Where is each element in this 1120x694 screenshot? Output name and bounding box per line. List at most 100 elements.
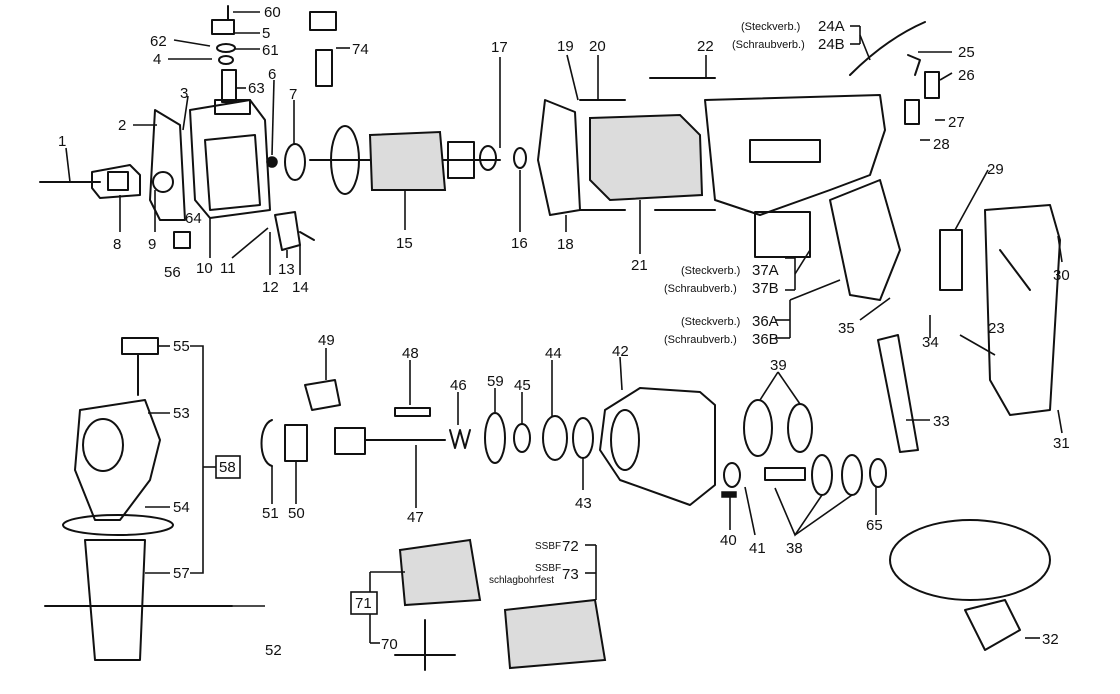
label-38: 38 xyxy=(786,540,803,557)
label-40: 40 xyxy=(720,532,737,549)
label-36a: 36A xyxy=(752,313,779,330)
part-9-knob xyxy=(152,171,174,193)
part-10-top xyxy=(214,99,251,115)
part-71-chuck xyxy=(398,538,482,607)
part-15-core xyxy=(368,130,447,191)
part-59-bearing xyxy=(484,412,506,464)
label-60: 60 xyxy=(264,4,281,21)
part-23-grip-lines xyxy=(999,249,1031,291)
label-25: 25 xyxy=(958,44,975,61)
part-74-knob xyxy=(309,11,337,31)
label-47: 47 xyxy=(407,509,424,526)
part-72-keyless-chuck xyxy=(503,598,607,670)
label-37a: 37A xyxy=(752,262,779,279)
part-48-key xyxy=(394,407,431,417)
label-64: 64 xyxy=(185,210,202,227)
part-63-shaft xyxy=(221,69,237,103)
part-8-window xyxy=(107,171,129,191)
label-4: 4 xyxy=(153,51,161,68)
part-56 xyxy=(173,231,191,249)
note-24a: (Steckverb.) xyxy=(741,21,800,33)
part-43-ring xyxy=(572,417,594,459)
label-24b: 24B xyxy=(818,36,845,53)
part-55-bolt-head xyxy=(121,337,159,355)
part-6-pin xyxy=(266,156,278,168)
label-18: 18 xyxy=(557,236,574,253)
label-49: 49 xyxy=(318,332,335,349)
label-57: 57 xyxy=(173,565,190,582)
part-16-ring xyxy=(513,147,527,169)
label-13: 13 xyxy=(278,261,295,278)
label-22: 22 xyxy=(697,38,714,55)
part-70-chuck-key xyxy=(394,619,456,671)
label-14: 14 xyxy=(292,279,309,296)
label-62: 62 xyxy=(150,33,167,50)
label-5: 5 xyxy=(262,25,270,42)
label-43: 43 xyxy=(575,495,592,512)
label-59: 59 xyxy=(487,373,504,390)
note-36b: (Schraubverb.) xyxy=(664,334,737,346)
label-12: 12 xyxy=(262,279,279,296)
label-36b: 36B xyxy=(752,331,779,348)
label-71-box xyxy=(350,591,378,615)
part-61-washer xyxy=(216,43,236,53)
label-45: 45 xyxy=(514,377,531,394)
part-38-gear-b xyxy=(841,454,863,496)
part-26 xyxy=(924,71,940,99)
part-47-collar xyxy=(334,427,366,455)
label-8: 8 xyxy=(113,236,121,253)
part-7-bearing xyxy=(284,143,306,181)
part-13-clip xyxy=(274,211,301,251)
label-9: 9 xyxy=(148,236,156,253)
label-74: 74 xyxy=(352,41,369,58)
label-61: 61 xyxy=(262,42,279,59)
label-33: 33 xyxy=(933,413,950,430)
label-46: 46 xyxy=(450,377,467,394)
part-4-ring xyxy=(218,55,234,65)
label-32: 32 xyxy=(1042,631,1059,648)
part-41-bearing xyxy=(723,462,741,488)
label-28: 28 xyxy=(933,136,950,153)
note-37b: (Schraubverb.) xyxy=(664,283,737,295)
housing-badge xyxy=(749,139,821,163)
note-73-ssbf: SSBF xyxy=(535,563,561,574)
label-1: 1 xyxy=(58,133,66,150)
label-37b: 37B xyxy=(752,280,779,297)
part-39-gear-a xyxy=(743,399,773,457)
part-39-gear-b xyxy=(787,403,813,453)
label-35: 35 xyxy=(838,320,855,337)
leader-lines xyxy=(65,11,1063,644)
label-48: 48 xyxy=(402,345,419,362)
part-42-bore xyxy=(610,409,640,471)
label-73: 73 xyxy=(562,566,579,583)
label-55: 55 xyxy=(173,338,190,355)
part-57-collar xyxy=(62,514,174,536)
label-72: 72 xyxy=(562,538,579,555)
part-74-shaft xyxy=(315,49,333,87)
part-46-spring xyxy=(449,429,471,449)
label-63: 63 xyxy=(248,80,265,97)
note-73-schlagbohrfest: schlagbohrfest xyxy=(489,575,554,586)
part-58-side-handle-head xyxy=(74,399,161,521)
label-53: 53 xyxy=(173,405,190,422)
part-42-gear-case xyxy=(599,387,716,506)
label-29: 29 xyxy=(987,161,1004,178)
label-31: 31 xyxy=(1053,435,1070,452)
part-44-bearing xyxy=(542,415,568,461)
label-21: 21 xyxy=(631,257,648,274)
label-30: 30 xyxy=(1053,267,1070,284)
part-5-knob xyxy=(211,19,235,35)
label-3: 3 xyxy=(180,85,188,102)
label-58-box xyxy=(215,455,241,479)
label-54: 54 xyxy=(173,499,190,516)
label-42: 42 xyxy=(612,343,629,360)
label-19: 19 xyxy=(557,38,574,55)
part-51-circlip xyxy=(260,419,273,467)
part-49-sleeve xyxy=(304,379,341,411)
part-14-screw xyxy=(299,231,315,241)
part-32-plug xyxy=(964,599,1021,651)
part-15-fan xyxy=(330,125,360,195)
part-57-grip xyxy=(84,539,146,661)
label-24a: 24A xyxy=(818,18,845,35)
part-40-pin xyxy=(721,491,737,498)
